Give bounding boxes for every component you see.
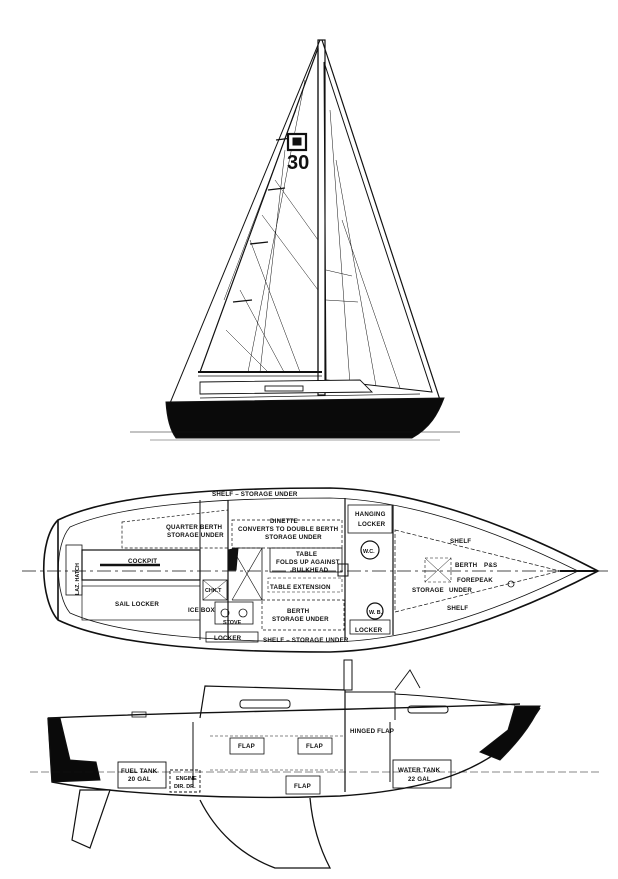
label-forepeak: FOREPEAK (457, 577, 493, 584)
battens (232, 137, 293, 303)
label-cockpit: COCKPIT (128, 558, 157, 565)
hull (165, 397, 445, 439)
label-engine-2: DIR. DR. (174, 784, 196, 790)
rudder (71, 789, 111, 849)
label-dinette-3: STORAGE UNDER (265, 534, 322, 541)
label-dinette: DINETTE (270, 518, 298, 525)
label-laz-hatch: LAZ. HATCH (75, 563, 81, 595)
label-flap-3: FLAP (294, 783, 311, 790)
sail-number: 30 (287, 152, 309, 174)
label-water-tank-2: 22 GAL (408, 776, 431, 783)
profile-view-labels: FLAP FLAP FLAP HINGED FLAP FUEL TANK 20 … (121, 728, 441, 790)
label-shelf-top: SHELF – STORAGE UNDER (212, 491, 298, 498)
label-chk: CHK.T (205, 588, 222, 594)
label-ice-box: ICE BOX (188, 607, 216, 614)
label-table-extension: TABLE EXTENSION (270, 584, 331, 591)
label-quarter-berth-2: STORAGE UNDER (167, 532, 224, 539)
label-dinette-2: CONVERTS TO DOUBLE BERTH (238, 526, 339, 533)
label-shelf-right-bottom: SHELF (447, 605, 468, 612)
label-sail-locker: SAIL LOCKER (115, 601, 159, 608)
label-flap-1: FLAP (238, 743, 255, 750)
label-berth: BERTH (455, 562, 478, 569)
keel (199, 797, 332, 869)
plan-view (22, 487, 608, 653)
label-shelf-right-top: SHELF (450, 538, 471, 545)
hull-sheer (47, 703, 521, 719)
label-berth-storage: BERTH (287, 608, 310, 615)
profile-view (30, 659, 600, 869)
label-wc: W.C. (363, 549, 375, 555)
label-hanging-locker-2: LOCKER (358, 521, 386, 528)
label-flap-2: FLAP (306, 743, 323, 750)
label-water-tank: WATER TANK (398, 767, 441, 774)
label-fuel-tank: FUEL TANK (121, 768, 158, 775)
label-fuel-tank-2: 20 GAL (128, 776, 151, 783)
mainsail (199, 47, 319, 373)
label-storage: STORAGE (412, 587, 444, 594)
hull-outline-plan (43, 487, 600, 653)
label-table-2: FOLDS UP AGAINST (276, 559, 340, 566)
label-engine: ENGINE (176, 776, 197, 782)
label-table-3: BULKHEAD (292, 567, 329, 574)
forestay (321, 39, 441, 401)
label-hinged-flap: HINGED FLAP (350, 728, 394, 735)
label-under: UNDER (449, 587, 472, 594)
backstay (167, 39, 321, 409)
jib-seams (325, 109, 401, 389)
label-locker-right: LOCKER (355, 627, 383, 634)
label-locker-left: LOCKER (214, 635, 242, 642)
cabin-trunk (199, 685, 346, 720)
label-shelf-bottom: SHELF – STORAGE UNDER (263, 637, 349, 644)
label-stove: STOVE (223, 620, 242, 626)
jib (323, 61, 433, 393)
hull-bottom (47, 707, 541, 799)
label-wb: W. B. (369, 610, 383, 616)
label-quarter-berth: QUARTER BERTH (166, 524, 223, 531)
sail-plan (130, 39, 460, 441)
label-berth-storage-2: STORAGE UNDER (272, 616, 329, 623)
plan-view-labels: SHELF – STORAGE UNDER HANGING LOCKER QUA… (75, 491, 497, 644)
label-ps: P&S (484, 562, 497, 569)
label-hanging-locker: HANGING (355, 511, 386, 518)
label-table: TABLE (296, 551, 317, 558)
mainsail-seams (223, 79, 319, 373)
